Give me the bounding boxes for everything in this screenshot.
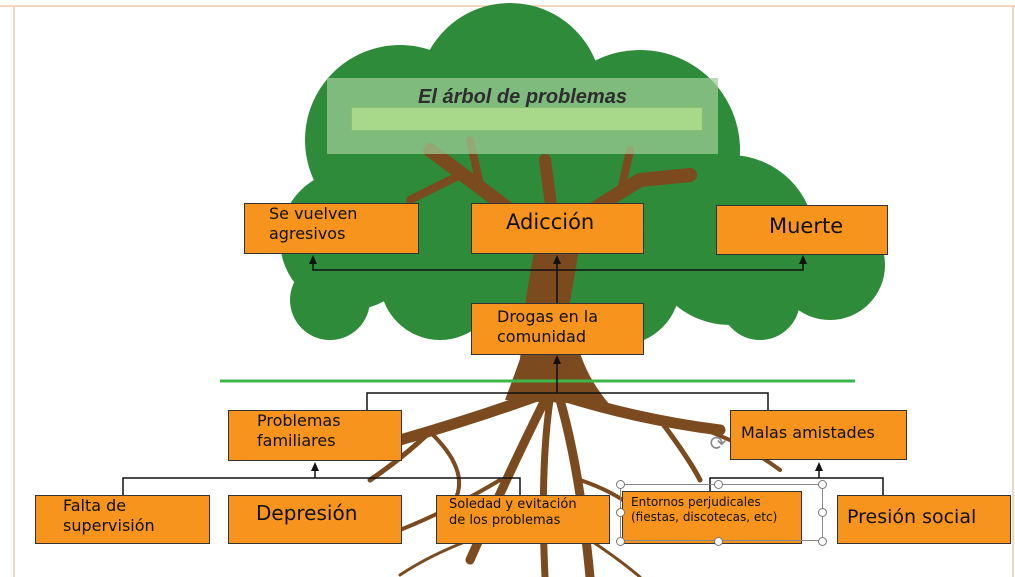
cause-connectors bbox=[122, 362, 884, 495]
resize-handle-bottom-right[interactable] bbox=[818, 537, 827, 546]
effect-box-death[interactable]: Muerte bbox=[716, 205, 888, 255]
effect-box-aggressive[interactable]: Se vuelven agresivos bbox=[244, 203, 419, 254]
subcause-box-lack-supervision[interactable]: Falta de supervisión bbox=[35, 495, 210, 544]
effect-box-addiction[interactable]: Adicción bbox=[471, 203, 644, 254]
title-placeholder-bar[interactable] bbox=[351, 107, 703, 131]
cause-arrowheads bbox=[311, 462, 823, 471]
subcause-box-harmful-environments[interactable]: Entornos perjudicales (fiestas, discotec… bbox=[622, 491, 802, 544]
cause-box-family-problems[interactable]: Problemas familiares bbox=[228, 410, 402, 461]
core-problem-box[interactable]: Drogas en la comunidad bbox=[471, 303, 644, 355]
tree-canopy bbox=[280, 3, 885, 345]
title-banner: El árbol de problemas bbox=[327, 78, 718, 154]
rotate-handle-icon[interactable]: ⟳ bbox=[709, 433, 727, 455]
resize-handle-middle-right[interactable] bbox=[818, 508, 827, 517]
subcause-box-loneliness[interactable]: Soledad y evitación de los problemas bbox=[436, 495, 610, 544]
page-title: El árbol de problemas bbox=[418, 86, 627, 108]
effect-connectors bbox=[312, 262, 804, 303]
resize-handle-top-right[interactable] bbox=[818, 480, 827, 489]
resize-handle-bottom-middle[interactable] bbox=[714, 537, 723, 546]
effect-arrowheads bbox=[309, 255, 807, 364]
cause-box-bad-friends[interactable]: Malas amistades bbox=[730, 410, 907, 460]
resize-handle-top-middle[interactable] bbox=[714, 480, 723, 489]
subcause-box-peer-pressure[interactable]: Presión social bbox=[837, 495, 1011, 544]
selection-frame[interactable] bbox=[620, 484, 823, 541]
resize-handle-bottom-left[interactable] bbox=[616, 537, 625, 546]
resize-handle-top-left[interactable] bbox=[616, 480, 625, 489]
subcause-box-depression[interactable]: Depresión bbox=[228, 495, 402, 544]
resize-handle-middle-left[interactable] bbox=[616, 508, 625, 517]
